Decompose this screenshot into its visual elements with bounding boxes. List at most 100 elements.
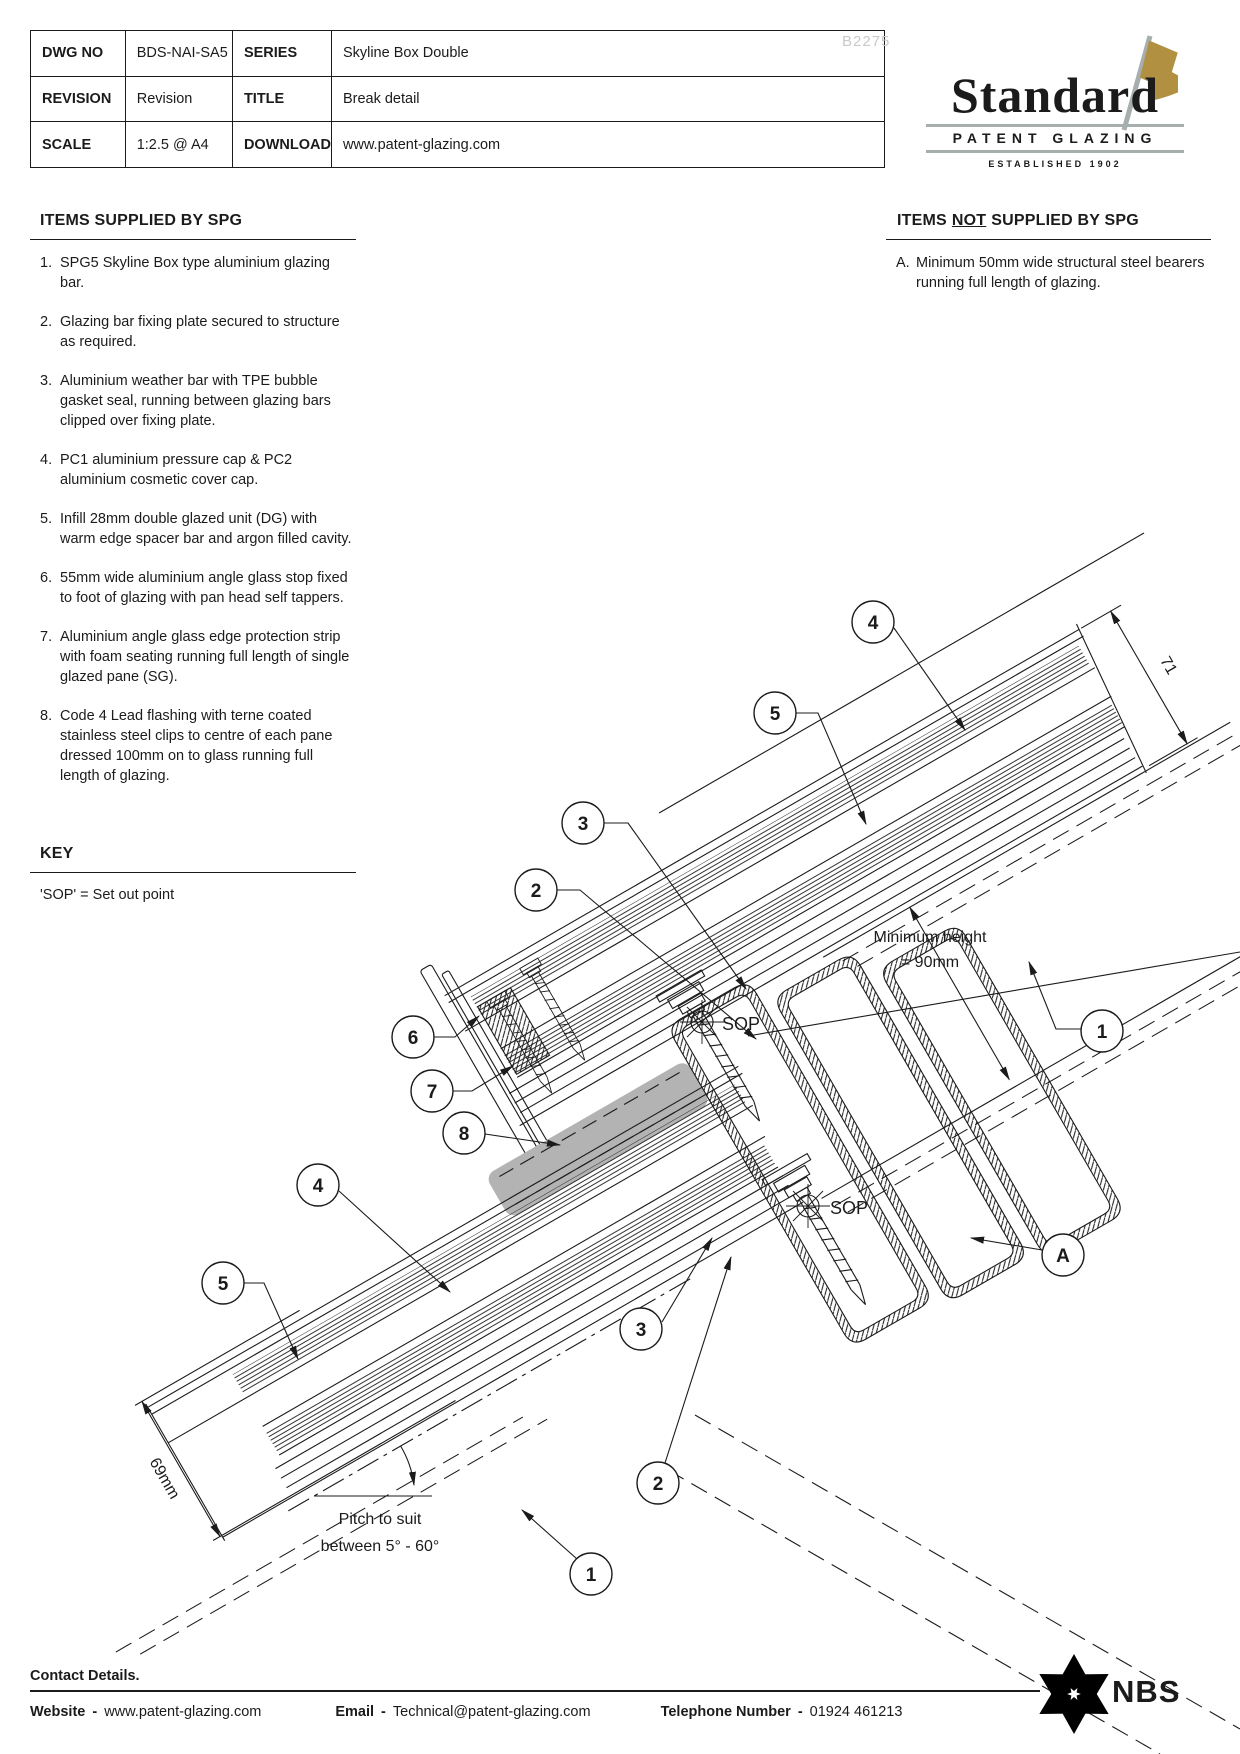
callout-balloon: 2: [636, 1461, 680, 1505]
svg-text:4: 4: [868, 613, 879, 634]
items-supplied-section: ITEMS SUPPLIED BY SPG 1. SPG5 Skyline Box…: [30, 212, 356, 805]
callout-balloon: 5: [201, 1261, 245, 1305]
title-part: ITEMS: [897, 212, 947, 229]
callout-balloon: 1: [569, 1552, 613, 1596]
gasket-hatch-band: [232, 1084, 747, 1395]
item-number: A.: [896, 255, 910, 272]
list-item: 5.Infill 28mm double glazed unit (DG) wi…: [30, 509, 356, 549]
item-number: 5.: [40, 511, 53, 528]
title-label: TITLE: [231, 75, 332, 123]
list-item: 7.Aluminium angle glass edge protection …: [30, 627, 356, 687]
callout-balloons: 4 5 3 2 6 7 8 4 5 3 2 1 1 A: [201, 600, 1124, 1596]
item-text: Code 4 Lead flashing with terne coated s…: [60, 708, 333, 785]
title-not: NOT: [951, 212, 987, 229]
item-number: 1.: [40, 255, 53, 272]
nbs-logo: NBS: [1038, 1652, 1218, 1736]
min-height-text-line1: Minimum height: [874, 929, 987, 946]
callout-balloon: 8: [442, 1111, 486, 1155]
svg-text:5: 5: [770, 704, 781, 725]
title-block-table: DWG NO BDS-NAI-SA5 SERIES Skyline Box Do…: [30, 30, 886, 168]
section-rule: [886, 239, 1211, 241]
dimension-69mm: 69mm: [134, 1309, 456, 1541]
item-number: 6.: [40, 570, 53, 587]
dim-71-text: 71: [1156, 654, 1180, 678]
scale-label: SCALE: [30, 121, 126, 168]
svg-text:1: 1: [1097, 1022, 1108, 1043]
steel-bearer: [777, 956, 1024, 1299]
steel-bearer: [883, 927, 1121, 1254]
table-row: REVISION Revision TITLE Break detail: [30, 75, 886, 123]
svg-text:2: 2: [653, 1474, 664, 1495]
item-text: Minimum 50mm wide structural steel beare…: [916, 255, 1205, 292]
svg-text:6: 6: [408, 1028, 419, 1049]
email-group: Email-Technical@patent-glazing.com: [335, 1704, 590, 1720]
svg-text:A: A: [1056, 1246, 1070, 1267]
svg-text:3: 3: [636, 1320, 647, 1341]
item-text: SPG5 Skyline Box type aluminium glazing …: [60, 255, 330, 292]
pitch-text-line1: Pitch to suit: [339, 1511, 422, 1528]
list-item: 6.55mm wide aluminium angle glass stop f…: [30, 568, 356, 608]
glazing-bar-box: [671, 984, 929, 1343]
list-item: 3.Aluminium weather bar with TPE bubble …: [30, 371, 356, 431]
list-item: 1. SPG5 Skyline Box type aluminium glazin…: [30, 253, 356, 293]
download-label: DOWNLOAD: [231, 121, 332, 168]
callout-balloon: 4: [296, 1163, 340, 1207]
item-number: 2.: [40, 314, 53, 331]
sop-label: SOP: [722, 1014, 760, 1034]
callout-balloon: 2: [514, 868, 558, 912]
item-text: Glazing bar fixing plate secured to stru…: [60, 314, 340, 351]
phone-group: Telephone Number-01924 461213: [661, 1704, 903, 1720]
svg-text:2: 2: [531, 881, 542, 902]
callout-balloon: 3: [561, 801, 605, 845]
title-value: Break detail: [330, 75, 886, 123]
title-part: SUPPLIED BY SPG: [991, 212, 1139, 229]
svg-text:5: 5: [218, 1274, 229, 1295]
website-group: Website-www.patent-glazing.com: [30, 1704, 261, 1720]
callout-balloon: 5: [753, 691, 797, 735]
logo-rule: [926, 124, 1184, 127]
download-url[interactable]: www.patent-glazing.com: [330, 121, 886, 168]
sop-marker: SOP: [786, 1184, 868, 1228]
dimension-71: 71: [1080, 604, 1198, 767]
contact-details-section: Contact Details. Website-www.patent-glaz…: [30, 1668, 1040, 1720]
logo-established: ESTABLISHED 1902: [988, 159, 1122, 169]
dwg-no-value: BDS-NAI-SA5: [124, 30, 233, 77]
gasket-hatch-band: [470, 645, 1091, 1017]
svg-text:1: 1: [586, 1565, 597, 1586]
upper-glazing-run: [444, 532, 1240, 1127]
svg-text:3: 3: [578, 814, 589, 835]
table-row: SCALE 1:2.5 @ A4 DOWNLOAD www.patent-gla…: [30, 121, 886, 168]
separator: -: [797, 1703, 803, 1720]
watermark: B2275: [842, 33, 891, 50]
bearer-sight-line: [747, 951, 1240, 1037]
revision-value: Revision: [124, 75, 233, 123]
svg-text:7: 7: [427, 1082, 438, 1103]
flag-icon: [1121, 35, 1178, 131]
separator: -: [92, 1703, 98, 1720]
item-number: 4.: [40, 452, 53, 469]
gasket-hatch-band: [265, 1144, 776, 1452]
lower-glazing-run: [115, 919, 1240, 1655]
website-link[interactable]: www.patent-glazing.com: [104, 1703, 262, 1720]
phone-label: Telephone Number: [660, 1703, 791, 1720]
list-item: 4. PC1 aluminium pressure cap & PC2 alumi…: [30, 450, 356, 490]
logo-wordmark: Standard: [950, 67, 1160, 123]
list-item: A. Minimum 50mm wide structural steel bea…: [886, 253, 1211, 293]
item-text: PC1 aluminium pressure cap & PC2 alumini…: [60, 452, 293, 489]
table-row: DWG NO BDS-NAI-SA5 SERIES Skyline Box Do…: [30, 30, 886, 77]
callout-balloon: 7: [410, 1069, 454, 1113]
items-supplied-title: ITEMS SUPPLIED BY SPG: [40, 212, 243, 229]
list-item: 2. Glazing bar fixing plate secured to st…: [30, 312, 356, 352]
key-title: KEY: [40, 845, 74, 862]
min-height-text-line2: = 90mm: [901, 954, 959, 971]
callout-balloon: 3: [619, 1307, 663, 1351]
item-number: 3.: [40, 373, 53, 390]
structure-projection-dashed: [694, 1414, 1240, 1730]
email-link[interactable]: Technical@patent-glazing.com: [392, 1703, 591, 1720]
weather-bar-fixings: [655, 969, 878, 1312]
logo-subtitle: PATENT GLAZING: [952, 130, 1158, 146]
svg-text:8: 8: [459, 1124, 470, 1145]
list-item: 8.Code 4 Lead flashing with terne coated…: [30, 706, 356, 786]
